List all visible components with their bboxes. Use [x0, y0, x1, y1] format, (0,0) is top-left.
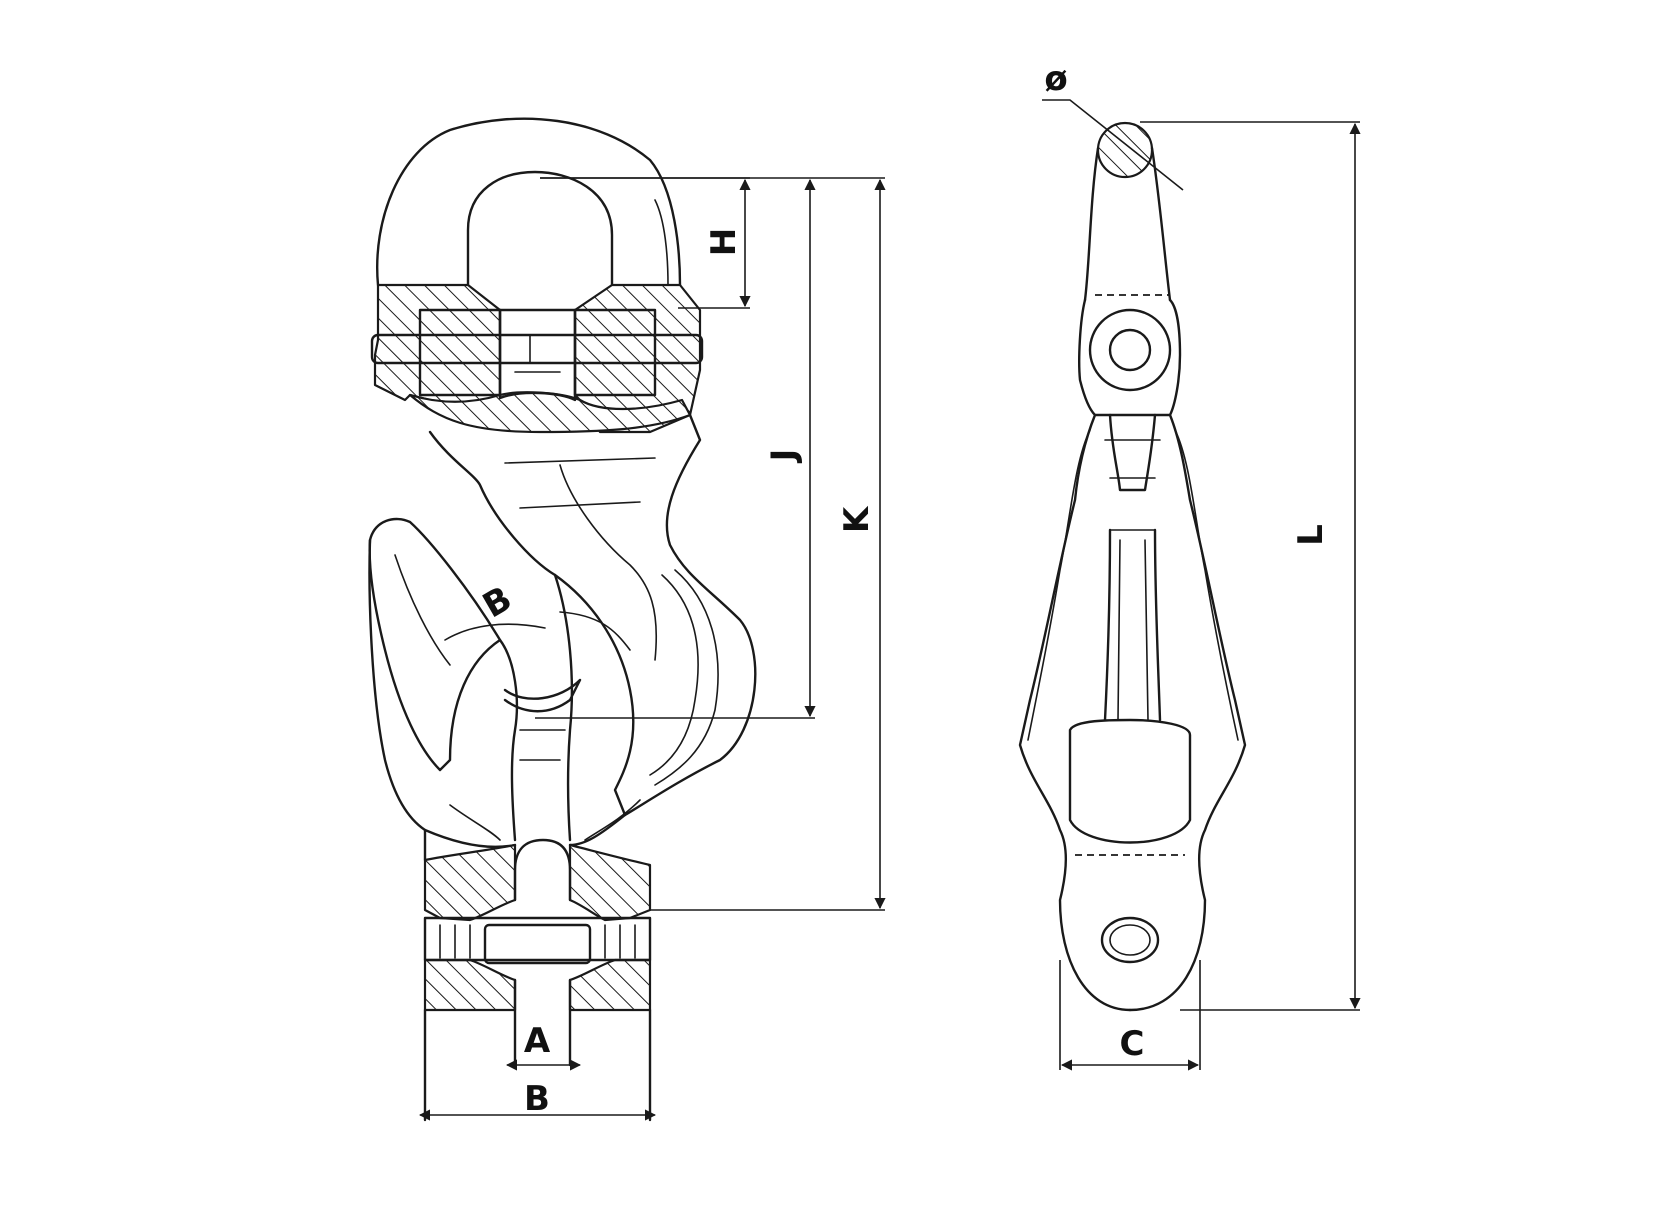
- top-eye-inner-edge: [654, 199, 669, 286]
- bottom-swivel-lower-left: [423, 958, 517, 1012]
- side-eye-inner: [1108, 328, 1152, 372]
- label-J: J: [764, 449, 804, 464]
- hook-body-outline: [428, 413, 757, 817]
- label-H: H: [704, 228, 744, 256]
- dim-K: [650, 177, 886, 911]
- top-swivel-center-mark: [514, 334, 561, 373]
- label-B-bottom: B: [524, 1079, 550, 1119]
- label-B-hook: B: [476, 579, 518, 627]
- hook-latch-section-B: [444, 623, 546, 641]
- side-bottom-eye-inner: [1109, 924, 1151, 956]
- top-swivel-section-left: [373, 283, 502, 407]
- hook-throat-tip: [503, 678, 582, 713]
- top-eye-outline: [376, 117, 682, 287]
- bottom-swivel-eye: [513, 838, 572, 902]
- bottom-pin-grooves: [439, 924, 636, 959]
- dim-C: [1059, 960, 1201, 1071]
- hook-inner-curve-2: [649, 574, 699, 776]
- hook-throat-left: [498, 638, 518, 842]
- hook-lower-curve: [423, 813, 627, 849]
- side-latch-right: [1174, 429, 1239, 741]
- top-eye-hole: [466, 170, 614, 287]
- side-latch-left: [1027, 429, 1091, 741]
- bottom-swivel-lower-right: [568, 958, 652, 1012]
- hook-throat-lines: [449, 729, 641, 841]
- hook-throat-right: [553, 573, 574, 842]
- hook-web-lines: [504, 457, 656, 651]
- side-eye-outer: [1088, 308, 1172, 392]
- side-top-arm: [1083, 146, 1172, 302]
- bottom-pin-body: [423, 916, 652, 962]
- side-body-right: [1128, 413, 1247, 1012]
- side-bottom-eye-outer: [1100, 916, 1160, 964]
- bottom-crossbar: [483, 923, 592, 965]
- bottom-swivel-section-right: [568, 843, 652, 922]
- dim-phi: [1042, 99, 1184, 191]
- label-phi: ø: [1044, 59, 1067, 99]
- dim-J: [535, 177, 816, 719]
- side-eye-housing: [1078, 298, 1182, 417]
- side-shank: [1103, 528, 1162, 722]
- side-view: ø L C: [1018, 59, 1361, 1071]
- bottom-shank-stub: [423, 978, 652, 1122]
- side-body-left: [1018, 413, 1132, 1012]
- front-view: H J K B A B: [368, 117, 886, 1122]
- top-swivel-center: [498, 308, 577, 402]
- dim-L: [1140, 121, 1361, 1011]
- label-K: K: [837, 505, 877, 533]
- side-lower-sleeve: [1068, 718, 1192, 844]
- label-L: L: [1291, 524, 1331, 546]
- side-shank-inner: [1117, 539, 1149, 721]
- hook-shank-left: [368, 538, 427, 862]
- hook-inner-curve-1: [559, 464, 658, 661]
- hook-inner-curve-3: [654, 569, 719, 786]
- label-A: A: [524, 1021, 551, 1061]
- label-C: C: [1120, 1024, 1145, 1064]
- side-neck-lines: [1104, 439, 1161, 531]
- bottom-swivel-section-left: [423, 843, 517, 922]
- top-wire-section: [1096, 121, 1154, 179]
- hook-latch-inner: [394, 554, 451, 666]
- hook-latch-outline: [368, 517, 502, 772]
- side-neck: [1108, 413, 1157, 492]
